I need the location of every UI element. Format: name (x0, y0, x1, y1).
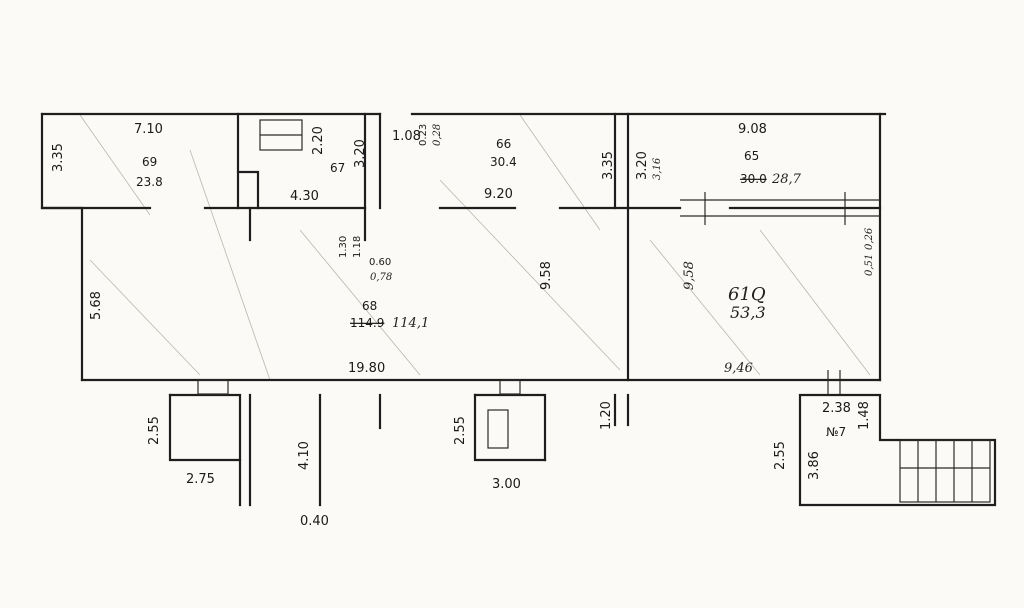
room-66-id: 66 (496, 137, 511, 151)
room-68-id: 68 (362, 299, 377, 313)
dim-label: 4.10 (297, 441, 312, 470)
room-69-area: 23.8 (136, 175, 163, 189)
dim-label: 0.40 (300, 514, 329, 529)
room-61q-area: 53,3 (730, 303, 766, 322)
dim-label: 0.23 (418, 124, 429, 146)
dim-label: 7.10 (134, 122, 163, 137)
dim-label: 3.35 (601, 151, 616, 180)
dim-label: 1.08 (392, 129, 421, 144)
dim-label: 19.80 (348, 361, 385, 376)
dim-label: 3,16 (652, 157, 663, 180)
dim-label: 9.20 (484, 187, 513, 202)
dim-label: 2.55 (453, 416, 468, 445)
room-65-id: 65 (744, 149, 759, 163)
dim-label: 2.20 (311, 126, 326, 155)
room-65-area-old: 30.0 (740, 172, 767, 186)
dim-label: 9,58 (682, 261, 697, 290)
dim-label: 4.30 (290, 189, 319, 204)
dim-label: 3.86 (807, 451, 822, 480)
dimension-labels: 7.10 3.35 2.20 3.20 4.30 1.08 0.23 0,28 … (51, 122, 875, 529)
dim-label: 0,26 (864, 227, 875, 250)
room-68-area-old: 114.9 (350, 316, 384, 330)
dim-label: 3.35 (51, 143, 66, 172)
dim-label: 1.20 (599, 401, 614, 430)
room-7-id: №7 (826, 425, 846, 439)
room-68-area-new: 114,1 (392, 316, 429, 331)
dim-label: 2.75 (186, 472, 215, 487)
dim-label: 9.58 (539, 261, 554, 290)
dim-label: 0.60 (369, 257, 391, 268)
fixtures (197, 119, 991, 503)
dim-label: 9.08 (738, 122, 767, 137)
hatching (79, 114, 871, 381)
room-69-id: 69 (142, 155, 157, 169)
room-labels: 69 23.8 67 66 30.4 65 30.0 28,7 68 114.9… (136, 137, 846, 439)
dim-label: 5.68 (89, 291, 104, 320)
dim-label: 3.00 (492, 477, 521, 492)
dim-label: 2.38 (822, 401, 851, 416)
dim-label: 0,28 (432, 124, 443, 146)
dim-label: 1.18 (352, 236, 363, 258)
dim-label: 0,51 (864, 254, 875, 276)
dim-label: 1.48 (857, 401, 872, 430)
room-61q-id: 61Q (728, 284, 766, 305)
dim-label: 2.55 (147, 416, 162, 445)
dim-label: 9,46 (724, 361, 753, 376)
room-66-area: 30.4 (490, 155, 517, 169)
room-65-area-new: 28,7 (771, 172, 802, 187)
dim-label: 0,78 (370, 272, 392, 283)
dim-label: 1.30 (338, 236, 349, 258)
dim-label: 3.20 (353, 139, 368, 168)
dim-label: 2.55 (773, 441, 788, 470)
walls (40, 112, 997, 507)
room-67-id: 67 (330, 161, 345, 175)
dim-label: 3.20 (635, 151, 650, 180)
